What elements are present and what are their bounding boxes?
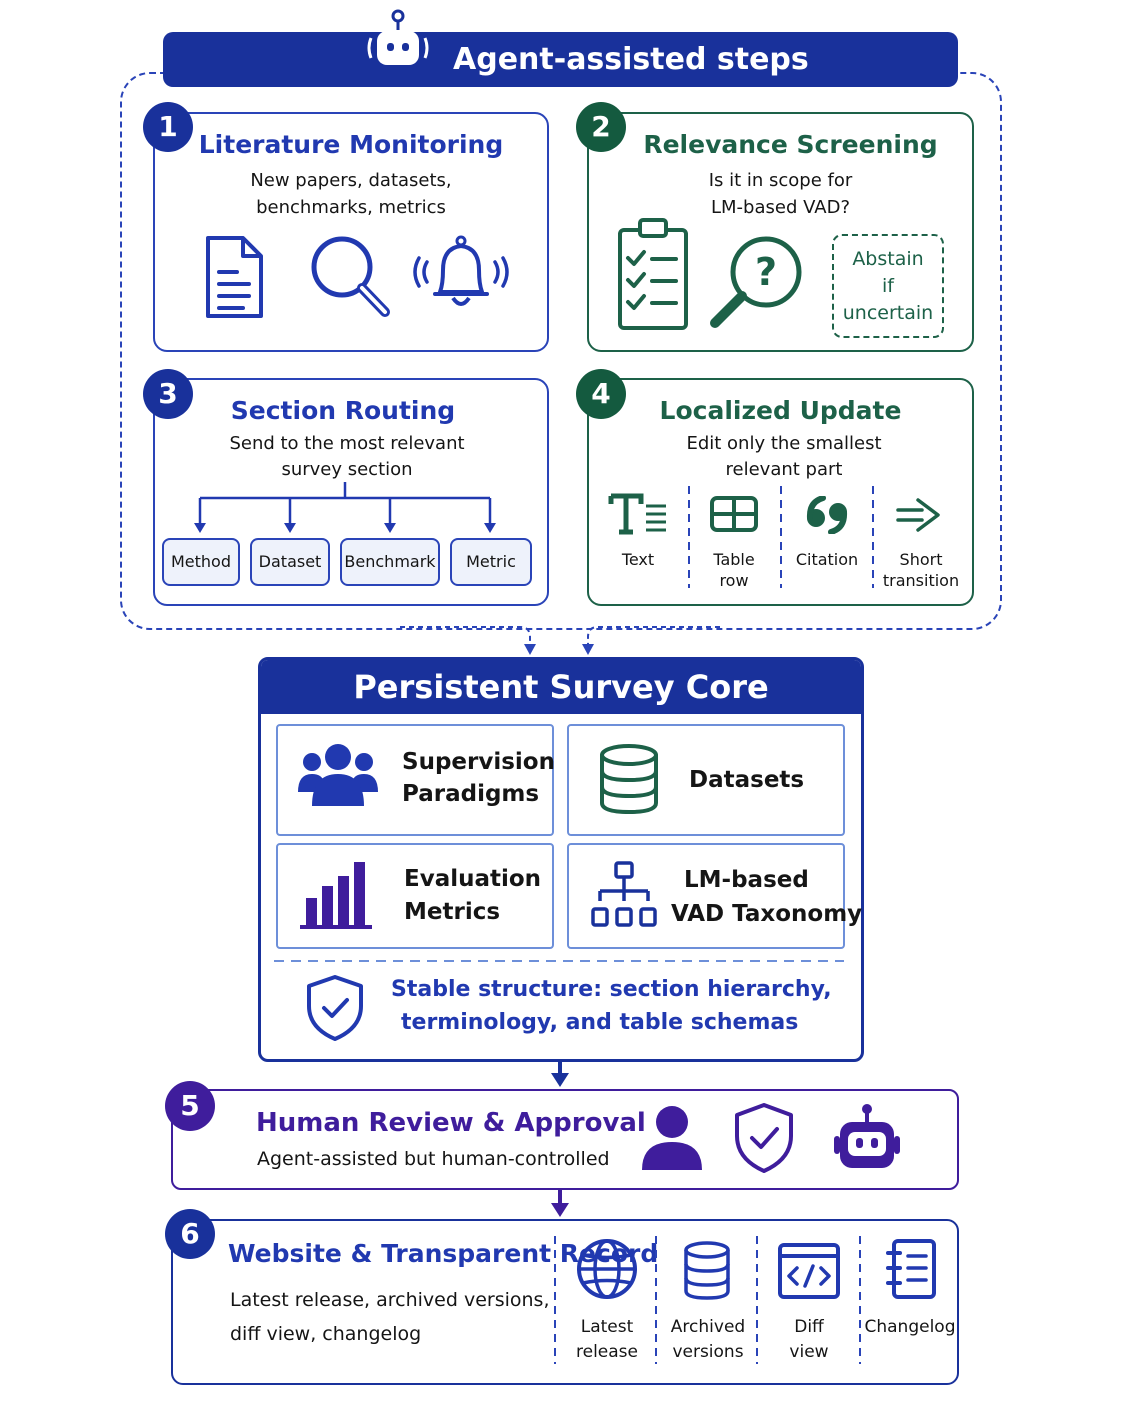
archive-database-icon (684, 1241, 730, 1300)
hierarchy-icon (591, 861, 657, 927)
website-item-diff-line-2: view (789, 1342, 829, 1362)
screening-title: Relevance Screening (643, 130, 938, 159)
update-item-short-line-1: Short (899, 550, 943, 569)
update-title: Localized Update (659, 396, 902, 425)
relevance-screening-card: Relevance Screening Is it in scope for L… (587, 112, 974, 352)
bar-chart-icon (300, 862, 372, 929)
routing-desc-line-1: Send to the most relevant (229, 433, 465, 454)
notebook-icon (886, 1239, 936, 1299)
clipboard-check-icon (618, 218, 688, 330)
robot-icon (367, 9, 429, 65)
step-6-badge: 6 (165, 1209, 215, 1259)
literature-desc-line-1: New papers, datasets, (250, 170, 452, 191)
route-dataset: Dataset (250, 538, 330, 586)
website-item-archived-line-1: Archived (670, 1317, 746, 1337)
website-item-archived-line-2: versions (672, 1342, 744, 1362)
route-benchmark: Benchmark (340, 538, 440, 586)
people-icon (298, 744, 378, 806)
abstain-line-1: Abstain (852, 248, 924, 270)
text-icon (608, 493, 666, 535)
abstain-line-2: if (882, 275, 894, 297)
update-item-short-line-2: transition (882, 571, 960, 590)
website-item-latest-line-1: Latest (580, 1317, 634, 1337)
core-supervision-line-2: Paradigms (402, 781, 540, 807)
screening-desc-line-1: Is it in scope for (708, 170, 853, 191)
bell-icon (413, 235, 509, 306)
update-dividers (688, 486, 874, 588)
review-robot-icon (834, 1104, 900, 1168)
routing-desc-line-2: survey section (281, 459, 413, 480)
literature-desc-line-2: benchmarks, metrics (256, 197, 446, 218)
shield-check-icon (307, 975, 363, 1041)
core-cell-taxonomy (567, 843, 845, 949)
core-metrics-line-1: Evaluation (404, 866, 542, 892)
core-taxonomy-line-1: LM-based (684, 867, 809, 893)
screening-desc-line-2: LM-based VAD? (711, 197, 850, 218)
literature-title: Literature Monitoring (198, 130, 504, 159)
core-metrics-line-2: Metrics (404, 899, 501, 925)
website-item-latest-line-2: release (576, 1342, 638, 1362)
update-item-table-line-1: Table (713, 550, 755, 569)
svg-text:?: ? (755, 250, 777, 294)
review-title: Human Review & Approval (256, 1108, 646, 1138)
magnifier-icon (311, 236, 390, 317)
core-datasets: Datasets (689, 767, 805, 793)
website-item-diff-line-1: Diff (794, 1317, 824, 1337)
survey-core-header: Persistent Survey Core (261, 660, 861, 714)
update-item-text: Text (621, 550, 655, 569)
person-icon (642, 1106, 702, 1170)
abstain-box: Abstain if uncertain (832, 234, 944, 338)
survey-core-title: Persistent Survey Core (353, 668, 769, 706)
database-icon (600, 744, 658, 815)
website-desc-line-1: Latest release, archived versions, (230, 1289, 550, 1311)
update-desc-line-1: Edit only the smallest (686, 433, 882, 454)
table-icon (710, 496, 758, 532)
update-item-table-line-2: row (719, 571, 749, 590)
review-desc: Agent-assisted but human-controlled (257, 1148, 610, 1170)
update-desc-line-2: relevant part (725, 459, 843, 480)
localized-update-card: Localized Update Edit only the smallest … (587, 378, 974, 606)
routing-title: Section Routing (230, 396, 456, 425)
abstain-line-3: uncertain (842, 302, 934, 324)
route-method: Method (162, 538, 240, 586)
step-5-badge: 5 (165, 1081, 215, 1131)
core-divider (274, 960, 844, 962)
code-window-icon (778, 1243, 840, 1299)
document-icon (206, 236, 263, 318)
human-review-card (171, 1089, 959, 1190)
step-3-badge: 3 (143, 369, 193, 419)
globe-icon (577, 1239, 637, 1299)
website-desc-line-2: diff view, changelog (230, 1323, 422, 1345)
literature-monitoring-card: Literature Monitoring New papers, datase… (153, 112, 549, 352)
step-1-badge: 1 (143, 102, 193, 152)
core-taxonomy-line-2: VAD Taxonomy (671, 901, 863, 927)
arrow-icon (896, 498, 940, 532)
website-item-changelog: Changelog (864, 1317, 956, 1337)
approval-shield-icon (735, 1103, 793, 1173)
update-item-citation: Citation (795, 550, 859, 569)
quote-icon (806, 496, 848, 534)
stable-structure-line-2: terminology, and table schemas (401, 1010, 799, 1035)
step-2-badge: 2 (576, 102, 626, 152)
website-title: Website & Transparent Record (228, 1239, 659, 1268)
step-4-badge: 4 (576, 369, 626, 419)
agent-steps-banner: Agent-assisted steps (163, 9, 958, 87)
question-magnifier-icon: ? (710, 236, 802, 328)
stable-structure-line-1: Stable structure: section hierarchy, (391, 977, 832, 1002)
core-supervision-line-1: Supervision (402, 749, 555, 775)
banner-title: Agent-assisted steps (453, 42, 809, 77)
route-metric: Metric (450, 538, 532, 586)
